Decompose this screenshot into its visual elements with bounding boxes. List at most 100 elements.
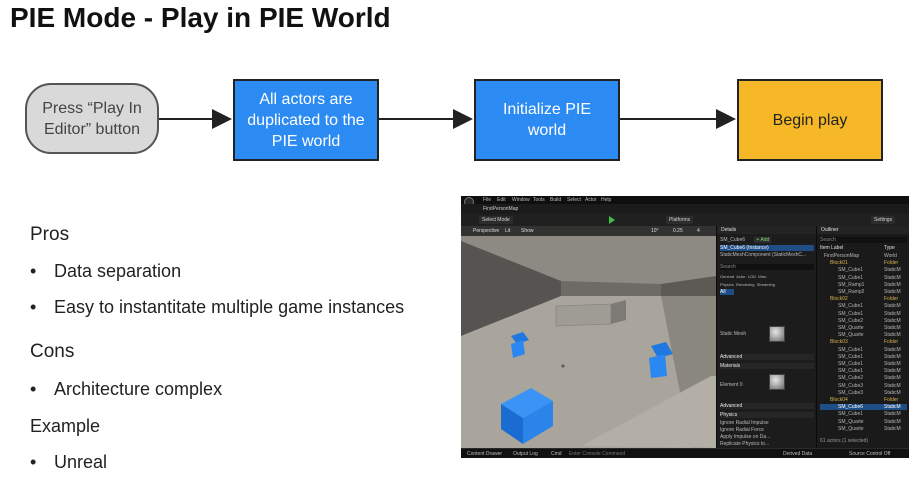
component-row[interactable]: StaticMeshComponent (StaticMeshC...	[720, 252, 807, 258]
outliner-row-type: StaticM	[884, 325, 901, 331]
physics-section[interactable]: Physics	[720, 412, 814, 418]
menu-select[interactable]: Select	[567, 197, 581, 203]
node-begin-play: Begin play	[737, 79, 883, 161]
outliner-row-label: SM_Cube1	[838, 353, 864, 360]
material-thumbnail[interactable]	[769, 374, 785, 390]
derived-data-button[interactable]: Derived Data	[783, 451, 813, 457]
menu-help[interactable]: Help	[601, 197, 612, 203]
cmd-button[interactable]: Cmd	[551, 451, 562, 457]
outliner-row-label: SM_Cube2	[838, 317, 864, 324]
play-icon[interactable]	[609, 216, 615, 224]
map-tab[interactable]: FirstPersonMap	[483, 206, 519, 212]
outliner-row-type: StaticM	[884, 361, 901, 367]
camera-speed[interactable]: 4	[695, 228, 702, 234]
filter-misc[interactable]: Misc	[758, 274, 767, 279]
materials-section[interactable]: Materials	[720, 363, 814, 369]
physics-row[interactable]: Replicate Physics to...	[720, 441, 770, 447]
menu-file[interactable]: File	[483, 197, 492, 203]
bullet-dot: •	[30, 261, 37, 281]
lit-button[interactable]: Lit	[503, 228, 513, 234]
filter-physics[interactable]: Physics	[720, 282, 734, 287]
platforms-button[interactable]: Platforms	[666, 216, 694, 224]
outliner-row-type: StaticM	[884, 411, 901, 418]
node-actors-duplicated: All actors are duplicated to the PIE wor…	[233, 79, 379, 161]
settings-button[interactable]: Settings	[871, 216, 896, 224]
menu-window[interactable]: Window	[512, 197, 530, 203]
details-search-input[interactable]: Search	[720, 264, 814, 270]
menu-actor[interactable]: Actor	[585, 197, 597, 203]
element-0-label: Element 0	[720, 382, 743, 388]
bullet-dot: •	[30, 452, 37, 472]
filter-all[interactable]: All	[720, 289, 734, 295]
filter-streaming[interactable]: Streaming	[756, 282, 775, 287]
editor-statusbar: Content Drawer Output Log Cmd Enter Cons…	[461, 448, 909, 458]
outliner-row-label: SM_Cube1	[838, 368, 864, 375]
outliner-row-label: SM_Cube3	[838, 382, 864, 389]
outliner-row-type: StaticM	[884, 317, 901, 324]
outliner-row[interactable]: SM_Cube2 StaticM	[820, 318, 907, 324]
output-log-button[interactable]: Output Log	[513, 451, 538, 457]
menu-build[interactable]: Build	[550, 197, 562, 203]
cons-item: •Architecture complex	[30, 379, 222, 400]
filter-lod[interactable]: LOD	[747, 274, 757, 279]
filter-rendering[interactable]: Rendering	[736, 282, 755, 287]
outliner-row-type: StaticM	[884, 418, 901, 425]
show-button[interactable]: Show	[519, 228, 536, 234]
node-label: Press “Play In Editor” button	[42, 99, 142, 138]
viewport-toolbar: Perspective Lit Show 10° 0.25 4	[461, 226, 716, 236]
component-row[interactable]: SM_Cube6 (Instance)	[720, 245, 814, 251]
physics-row[interactable]: Ignore Radial Force	[720, 427, 764, 433]
menu-tools[interactable]: Tools	[533, 197, 545, 203]
select-mode-button[interactable]: Select Mode	[479, 216, 513, 224]
static-mesh-thumbnail[interactable]	[769, 326, 785, 342]
bullet-dot: •	[30, 379, 37, 399]
physics-row[interactable]: Ignore Radial Impulse	[720, 420, 769, 426]
outliner-search-input[interactable]: Search	[820, 237, 907, 243]
source-control-button[interactable]: Source Control Off	[849, 451, 891, 457]
menu-edit[interactable]: Edit	[497, 197, 506, 203]
column-type[interactable]: Type	[884, 245, 895, 251]
example-item: •Unreal	[30, 452, 107, 473]
filter-general[interactable]: General	[720, 274, 735, 279]
angle-snap[interactable]: 10°	[649, 228, 661, 234]
flow-diagram: Press “Play In Editor” button All actors…	[0, 0, 916, 190]
outliner-row-label: SM_Ramp1	[838, 281, 865, 288]
column-item-label[interactable]: Item Label	[820, 245, 844, 251]
content-drawer-button[interactable]: Content Drawer	[467, 451, 503, 457]
advanced-section[interactable]: Advanced	[720, 403, 814, 409]
scale-snap[interactable]: 0.25	[671, 228, 685, 234]
perspective-button[interactable]: Perspective	[471, 228, 502, 234]
level-viewport[interactable]: Perspective Lit Show 10° 0.25 4	[461, 226, 716, 448]
physics-row[interactable]: Apply Impulse on Da...	[720, 434, 771, 440]
console-input[interactable]: Enter Console Command	[569, 451, 626, 457]
details-title[interactable]: Details	[717, 226, 817, 234]
filter-actor[interactable]: Actor	[736, 274, 746, 279]
add-component-button[interactable]: + Add	[754, 237, 772, 243]
outliner-title[interactable]: Outliner	[817, 226, 909, 234]
advanced-section[interactable]: Advanced	[720, 354, 814, 360]
